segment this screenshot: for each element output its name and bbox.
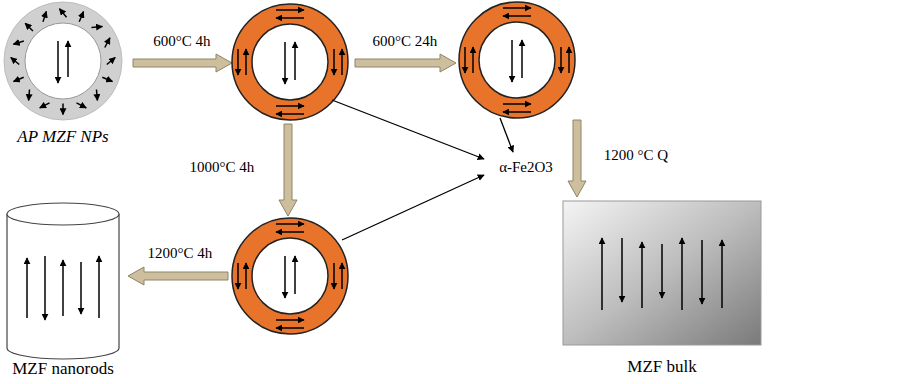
leader-arrow (332, 100, 484, 159)
process-arrow (568, 120, 586, 197)
core-shell-particle (232, 4, 348, 120)
spin-arrow (661, 244, 663, 298)
spin-arrow (14, 77, 24, 81)
spin-arrow (11, 57, 19, 64)
spin-arrow (681, 238, 683, 310)
process-condition: 600°C 24h (373, 32, 438, 50)
process-arrow (133, 54, 232, 72)
spin-arrow (25, 23, 33, 31)
spin-arrow (721, 240, 723, 308)
spin-arrow (44, 256, 46, 320)
node-label: MZF nanorods (12, 359, 114, 379)
leader-arrow (342, 175, 484, 240)
node-shape (4, 200, 122, 382)
node-label: AP MZF NPs (17, 127, 108, 147)
spin-arrow (26, 258, 28, 318)
nanorod-cylinder: MZF nanorods (4, 200, 122, 382)
disordered-shell (4, 2, 122, 120)
spin-arrow (67, 41, 69, 77)
phase-label: α-Fe2O3 (499, 158, 553, 176)
spin-arrow (62, 104, 64, 115)
spin-arrow (80, 262, 82, 314)
process-arrow (279, 124, 297, 216)
spin-arrow (28, 89, 30, 100)
cylinder-body (7, 214, 119, 359)
spin-arrow (43, 11, 46, 21)
spin-arrow (59, 9, 66, 17)
spin-arrow (601, 238, 603, 310)
spin-arrow (621, 238, 623, 302)
spin-arrow (641, 242, 643, 308)
process-arrow (128, 267, 228, 285)
particle-core (25, 23, 101, 99)
spin-arrow (91, 26, 102, 28)
process-condition: 600°C 4h (153, 32, 210, 50)
core-shell-particle (459, 2, 575, 118)
cylinder-top (7, 203, 119, 225)
bulk-block: MZF bulk (560, 198, 764, 380)
spin-arrow (107, 57, 115, 64)
spin-arrow (76, 103, 86, 108)
spin-arrow (13, 41, 23, 44)
process-condition: 1000°C 4h (190, 158, 255, 176)
core-shell-particle (232, 218, 348, 334)
node-shape (560, 198, 764, 380)
node-label: MZF bulk (627, 357, 696, 377)
bulk-rect (563, 201, 761, 345)
spin-arrow (105, 38, 110, 48)
spin-arrow (40, 103, 50, 108)
spin-arrow (102, 77, 112, 81)
process-arrow (355, 54, 456, 72)
spin-arrow (98, 256, 100, 318)
process-condition: 1200 °C Q (604, 146, 668, 164)
spin-arrow (57, 41, 59, 83)
leader-arrow (500, 118, 513, 152)
spin-arrow (96, 89, 98, 100)
nanoparticle-circle: AP MZF NPs (2, 0, 124, 152)
spin-arrow (62, 260, 64, 316)
spin-arrow (79, 12, 83, 22)
spin-arrow (701, 240, 703, 304)
process-condition: 1200°C 4h (148, 244, 213, 262)
